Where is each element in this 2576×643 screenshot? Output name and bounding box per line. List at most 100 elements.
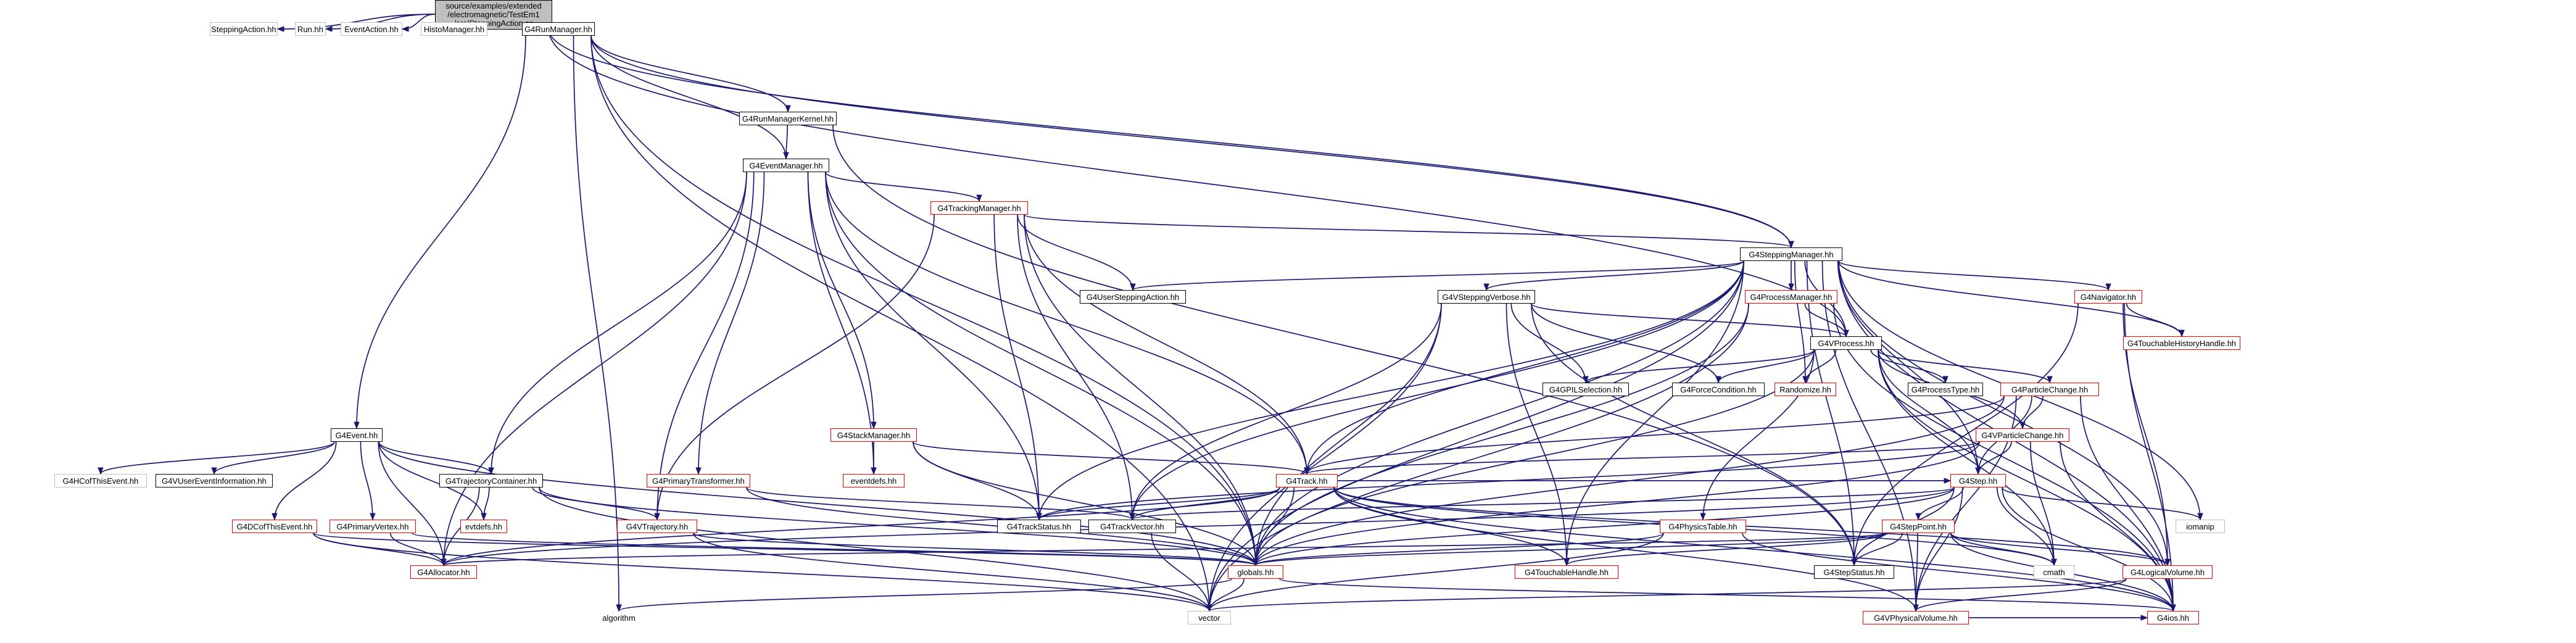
edge-g4-event-manager-to-g4-allocator: [443, 172, 747, 566]
arrowhead-root-to-run: [325, 26, 333, 32]
node-g4-primary-vertex[interactable]: G4PrimaryVertex.hh: [329, 520, 416, 533]
arrowhead-g4-vprocess-to-g4-physics-table: [1700, 513, 1706, 521]
node-evtdefs[interactable]: evtdefs.hh: [460, 520, 507, 533]
node-g4-vstepping-verbose[interactable]: G4VSteppingVerbose.hh: [1438, 290, 1535, 304]
edge-root-to-g4-vprocess: [548, 28, 1847, 337]
edge-g4-track-to-g4-track-status: [1038, 487, 1280, 520]
node-g4-run-manager[interactable]: G4RunManager.hh: [522, 22, 595, 36]
edge-g4-dcof-this-event-to-vector: [313, 533, 1210, 612]
edge-g4-step-to-g4ios: [2002, 487, 2174, 612]
edge-g4-stepping-manager-to-g4-logical-volume: [1838, 260, 2168, 566]
node-eventdefs[interactable]: eventdefs.hh: [843, 474, 905, 487]
edge-globals-to-algorithm: [618, 578, 1232, 612]
arrowhead-g4-step-point-to-g4-logical-volume: [2164, 558, 2171, 566]
edge-g4-tracking-manager-to-g4-user-stepping-action: [1017, 214, 1133, 291]
arrowhead-g4-vprocess-to-g4-process-type: [1942, 376, 1949, 384]
edge-g4-vstepping-verbose-to-g4-force-condition: [1531, 303, 1719, 383]
node-g4-step-point[interactable]: G4StepPoint.hh: [1882, 520, 1955, 533]
edge-g4-vprocess-to-g4-physics-table: [1702, 349, 1815, 520]
node-g4-step[interactable]: G4Step.hh: [1950, 474, 2006, 487]
arrowhead-g4-process-manager-to-g4-vprocess: [1843, 330, 1849, 338]
edge-g4-step-to-g4-track-vector: [1132, 487, 1955, 520]
node-g4-particle-change[interactable]: G4ParticleChange.hh: [2000, 383, 2099, 396]
edge-g4-event-manager-to-g4-vtrajectory: [656, 172, 755, 520]
edge-g4-event-to-g4-allocator: [378, 441, 444, 566]
node-globals[interactable]: globals.hh: [1228, 565, 1283, 579]
node-cmath[interactable]: cmath: [2034, 565, 2074, 579]
edge-g4-process-manager-to-g4ios: [1833, 303, 2174, 612]
edge-g4-physics-table-to-globals: [1255, 533, 1664, 566]
arrowhead-g4-logical-volume-to-vector: [1206, 604, 1212, 612]
edge-g4-vprocess-to-g4-force-condition: [1718, 349, 1815, 383]
arrowhead-g4-stack-manager-to-eventdefs: [871, 467, 877, 475]
node-histo-manager[interactable]: HistoManager.hh: [421, 22, 487, 36]
arrowhead-g4-run-manager-kernel-to-g4-event-manager: [783, 152, 789, 160]
node-run[interactable]: Run.hh: [295, 22, 326, 36]
node-g4-stack-manager[interactable]: G4StackManager.hh: [830, 428, 917, 442]
edge-g4-run-manager-to-g4-stepping-manager: [590, 35, 1792, 248]
edge-root-to-g4-stepping-manager: [548, 28, 1792, 248]
node-randomize[interactable]: Randomize.hh: [1775, 383, 1836, 396]
node-g4-touchable-history-handle[interactable]: G4TouchableHistoryHandle.hh: [2123, 336, 2240, 350]
edge-g4-vstepping-verbose-to-vector: [1209, 303, 1442, 612]
edge-g4-vparticle-change-to-g4ios: [2060, 441, 2174, 612]
node-stepping-action[interactable]: SteppingAction.hh: [210, 22, 278, 36]
edge-g4-vtrajectory-to-vector: [693, 533, 1210, 612]
edge-g4-stepping-manager-to-globals: [1255, 260, 1744, 566]
arrowhead-g4-trajectory-container-to-evtdefs: [481, 513, 487, 521]
arrowhead-g4-run-manager-to-g4-event: [354, 421, 360, 429]
node-g4-primary-transformer[interactable]: G4PrimaryTransformer.hh: [647, 474, 750, 487]
node-g4-track-vector[interactable]: G4TrackVector.hh: [1088, 520, 1176, 533]
arrowhead-g4-vprocess-to-randomize: [1802, 376, 1808, 384]
node-g4-step-status[interactable]: G4StepStatus.hh: [1814, 565, 1894, 579]
edge-g4-stepping-manager-to-g4-vstepping-verbose: [1486, 260, 1744, 291]
edge-g4-event-to-g4-trajectory-container: [378, 441, 492, 475]
node-g4-gpilselection[interactable]: G4GPILSelection.hh: [1543, 383, 1629, 396]
node-event-action[interactable]: EventAction.hh: [341, 22, 402, 36]
node-g4-trajectory-container[interactable]: G4TrajectoryContainer.hh: [439, 474, 543, 487]
node-g4-process-type[interactable]: G4ProcessType.hh: [1908, 383, 1983, 396]
node-g4-vprocess[interactable]: G4VProcess.hh: [1810, 336, 1882, 350]
node-g4-track[interactable]: G4Track.hh: [1276, 474, 1338, 487]
node-iomanip[interactable]: iomanip: [2176, 520, 2225, 533]
arrowhead-g4-stepping-manager-to-g4-vstepping-verbose: [1483, 283, 1489, 291]
node-g4-logical-volume[interactable]: G4LogicalVolume.hh: [2123, 565, 2213, 579]
edge-g4-physics-table-to-vector: [1209, 533, 1664, 612]
node-vector[interactable]: vector: [1188, 611, 1231, 624]
node-algorithm[interactable]: algorithm: [602, 613, 636, 623]
node-g4-vparticle-change[interactable]: G4VParticleChange.hh: [1976, 428, 2069, 442]
node-g4-vtrajectory[interactable]: G4VTrajectory.hh: [617, 520, 697, 533]
node-g4-event[interactable]: G4Event.hh: [331, 428, 383, 442]
node-g4ios[interactable]: G4ios.hh: [2147, 611, 2199, 624]
node-g4-navigator[interactable]: G4Navigator.hh: [2074, 290, 2142, 304]
arrowhead-g4-logical-volume-to-g4-vphysical-volume: [1913, 604, 1919, 612]
arrowhead-root-to-event-action: [401, 26, 409, 32]
node-g4-track-status[interactable]: G4TrackStatus.hh: [997, 520, 1081, 533]
node-g4-touchable-handle[interactable]: G4TouchableHandle.hh: [1515, 565, 1618, 579]
arrowhead-g4-vphysical-volume-to-g4ios: [2140, 615, 2148, 621]
arrowhead-root-to-stepping-action: [276, 26, 284, 32]
edge-g4-physics-table-to-g4ios: [1742, 533, 2174, 612]
edge-g4-track-to-g4-logical-volume: [1333, 487, 2168, 566]
node-g4-force-condition[interactable]: G4ForceCondition.hh: [1672, 383, 1765, 396]
edge-g4-step-to-g4-vphysical-volume: [1915, 487, 1963, 612]
node-g4-process-manager[interactable]: G4ProcessManager.hh: [1745, 290, 1837, 304]
edge-g4-run-manager-to-globals: [590, 35, 1256, 566]
node-g4-physics-table[interactable]: G4PhysicsTable.hh: [1660, 520, 1746, 533]
edge-g4-stepping-manager-to-g4-navigator: [1838, 260, 2109, 291]
node-g4-vphysical-volume[interactable]: G4VPhysicalVolume.hh: [1863, 611, 1969, 624]
arrowhead-g4-event-manager-to-g4-stack-manager: [871, 421, 877, 429]
node-g4-vuser-event-information[interactable]: G4VUserEventInformation.hh: [155, 474, 273, 487]
node-g4-allocator[interactable]: G4Allocator.hh: [410, 565, 477, 579]
arrowhead-g4-vparticle-change-to-g4-step: [1975, 467, 1981, 475]
node-g4-event-manager[interactable]: G4EventManager.hh: [743, 159, 829, 172]
edge-globals-to-g4ios: [1279, 578, 2174, 612]
arrowhead-g4-stepping-manager-to-g4-user-stepping-action: [1130, 283, 1136, 291]
node-g4-dcof-this-event[interactable]: G4DCofThisEvent.hh: [232, 520, 317, 533]
node-g4-user-stepping-action[interactable]: G4UserSteppingAction.hh: [1080, 290, 1186, 304]
node-g4-tracking-manager[interactable]: G4TrackingManager.hh: [930, 201, 1028, 215]
node-g4-stepping-manager[interactable]: G4SteppingManager.hh: [1740, 247, 1842, 261]
node-g4-hcof-this-event[interactable]: G4HCofThisEvent.hh: [54, 474, 147, 487]
edge-g4-stepping-manager-to-g4-track: [1306, 260, 1744, 475]
node-g4-run-manager-kernel[interactable]: G4RunManagerKernel.hh: [739, 112, 837, 125]
